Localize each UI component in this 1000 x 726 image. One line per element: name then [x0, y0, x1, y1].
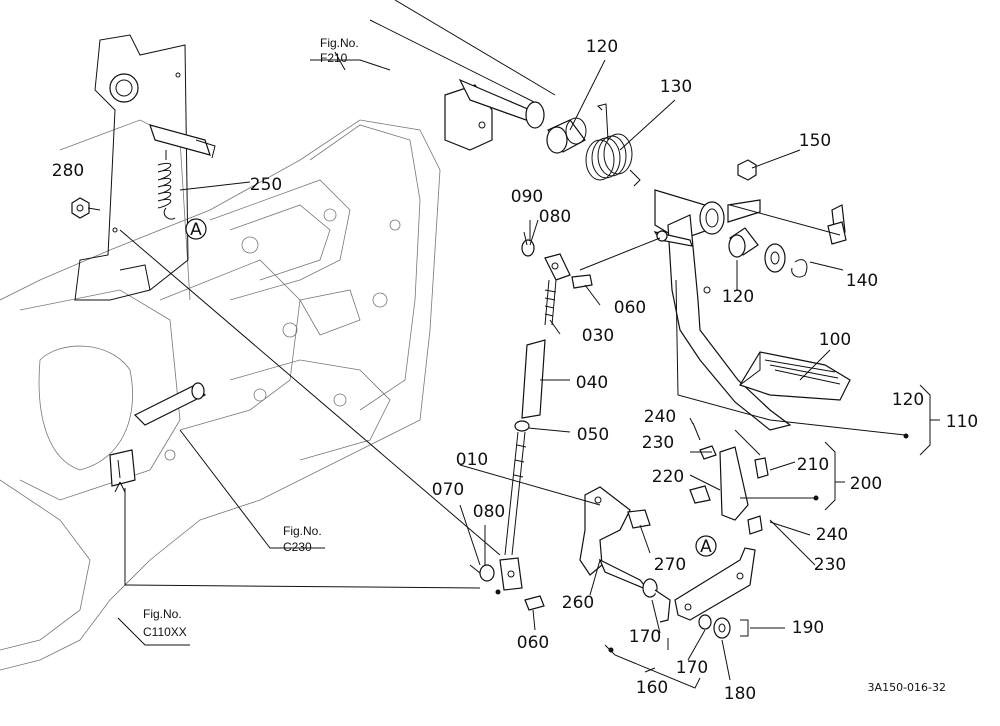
cross-shaft	[369, 0, 556, 151]
fig-ref-c230: Fig.No. C230	[283, 524, 322, 554]
fig-ref-c110xx-label: Fig.No.	[143, 607, 182, 621]
fig-ref-f210-code: F210	[320, 51, 348, 65]
callout-100: 100	[819, 330, 851, 350]
fig-ref-f210: Fig.No. F210	[320, 36, 359, 65]
callout-170-left: 170	[629, 627, 661, 647]
callout-170-right: 170	[676, 658, 708, 678]
marker-a-upper: A	[185, 218, 207, 240]
callout-060-lower: 060	[517, 633, 549, 653]
torsion-spring-130	[585, 103, 641, 187]
return-spring-250	[149, 124, 216, 220]
fig-ref-c110xx-code: C110XX	[143, 625, 187, 639]
fig-ref-c230-label: Fig.No.	[283, 524, 322, 538]
callout-060-upper: 060	[614, 298, 646, 318]
callout-160: 160	[636, 678, 668, 698]
marker-a-upper-text: A	[190, 220, 202, 240]
callout-110: 110	[946, 412, 978, 432]
fig-ref-c110xx: Fig.No. C110XX	[143, 607, 187, 639]
callout-120-pedal: 120	[892, 390, 924, 410]
callout-140: 140	[846, 271, 878, 291]
mounting-bracket	[74, 34, 189, 301]
reference-dots	[495, 433, 909, 653]
transmission-housing	[0, 119, 441, 671]
callout-230-upper: 230	[642, 433, 674, 453]
nut-280	[71, 197, 90, 219]
drawing-code: 3A150-016-32	[868, 681, 946, 694]
callout-270: 270	[654, 555, 686, 575]
pivot-hardware	[728, 204, 847, 278]
callout-010: 010	[456, 450, 488, 470]
callout-260: 260	[562, 593, 594, 613]
marker-a-lower: A	[695, 535, 717, 557]
fig-ref-f210-label: Fig.No.	[320, 36, 359, 50]
callout-240-lower: 240	[816, 525, 848, 545]
callout-070: 070	[432, 480, 464, 500]
callout-labels: 120 130 150 280 250 090 080 120 140 060 …	[52, 37, 978, 704]
leader-lines	[87, 51, 906, 681]
callout-230-lower: 230	[814, 555, 846, 575]
callout-200: 200	[850, 474, 882, 494]
callout-240-upper: 240	[644, 407, 676, 427]
callout-080-lower: 080	[473, 502, 505, 522]
shift-lever-shaft	[109, 382, 207, 487]
brake-rod-assembly	[469, 231, 593, 611]
callout-190: 190	[792, 618, 824, 638]
bushing-120-top	[546, 117, 587, 154]
callout-030: 030	[582, 326, 614, 346]
fig-ref-c230-code: C230	[283, 540, 312, 554]
callout-120-top: 120	[586, 37, 618, 57]
callout-080-upper: 080	[539, 207, 571, 227]
callout-090: 090	[511, 187, 543, 207]
callout-040: 040	[576, 373, 608, 393]
callout-280: 280	[52, 161, 84, 181]
callout-250: 250	[250, 175, 282, 195]
callout-180: 180	[724, 684, 756, 704]
callout-130: 130	[660, 77, 692, 97]
marker-a-lower-text: A	[700, 537, 712, 557]
callout-210: 210	[797, 455, 829, 475]
callout-220: 220	[652, 467, 684, 487]
linkage-bracket-260	[579, 422, 769, 639]
callout-150: 150	[799, 131, 831, 151]
callout-120-pivot: 120	[722, 287, 754, 307]
brake-pedal-assembly	[653, 159, 851, 431]
callout-050: 050	[577, 425, 609, 445]
